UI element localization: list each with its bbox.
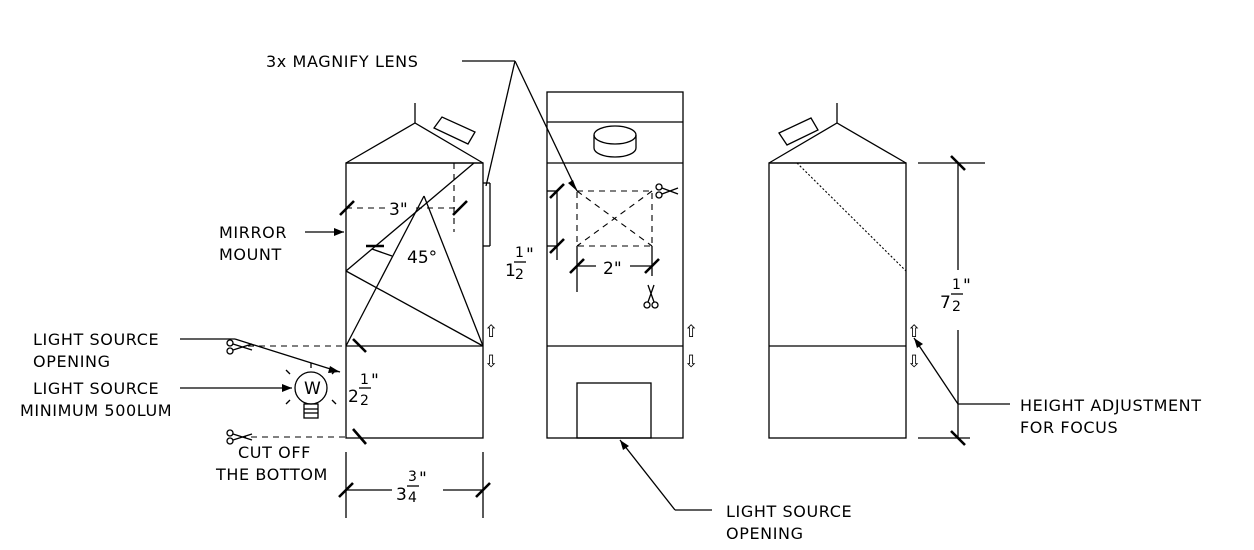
- svg-text:3: 3: [396, 485, 407, 505]
- svg-text:2: 2: [348, 387, 359, 407]
- svg-text:": ": [419, 469, 427, 489]
- height-adjustment-label: HEIGHT ADJUSTMENT: [1020, 396, 1202, 415]
- height-adjustment-label: FOR FOCUS: [1020, 418, 1118, 437]
- window-height-dim: 1 1 2 ": [505, 245, 534, 283]
- svg-text:2: 2: [952, 299, 961, 315]
- svg-text:1: 1: [505, 261, 516, 281]
- svg-text:2: 2: [515, 267, 524, 283]
- lens-cap-icon: [778, 117, 819, 146]
- right-view: 7 1 2 " ⇧ ⇩: [768, 103, 985, 446]
- mirror-mount-label: MOUNT: [219, 245, 282, 264]
- adjust-up-icon: ⇧: [484, 322, 498, 342]
- middle-view: 1 1 2 " 2" ⇧ ⇩: [505, 91, 698, 439]
- light-opening-label: LIGHT SOURCE: [33, 330, 159, 349]
- svg-text:": ": [371, 371, 379, 391]
- magnify-lens-label: 3x MAGNIFY LENS: [266, 52, 419, 71]
- bulb-letter: W: [304, 379, 321, 399]
- adjust-up-icon: ⇧: [907, 322, 921, 342]
- cut-off-label: THE BOTTOM: [215, 465, 328, 484]
- svg-text:1: 1: [952, 277, 961, 293]
- cut-off-label: CUT OFF: [238, 443, 311, 462]
- leader-lines: [180, 60, 1010, 511]
- light-source-label: LIGHT SOURCE: [33, 379, 159, 398]
- lens-cap-icon: [433, 116, 476, 145]
- total-height-dim: 7 1 2 ": [940, 276, 971, 315]
- light-opening-label: OPENING: [33, 352, 111, 371]
- lens-cylinder-icon: [593, 125, 637, 158]
- svg-text:": ": [526, 245, 534, 265]
- base-width-dim: 3 3 4 ": [396, 469, 427, 506]
- adjust-down-icon: ⇩: [907, 352, 921, 372]
- svg-text:2: 2: [360, 393, 369, 409]
- scissors-icon: [655, 183, 679, 199]
- svg-text:4: 4: [408, 490, 417, 506]
- svg-text:7: 7: [940, 293, 951, 313]
- scissors-icon: [643, 284, 659, 309]
- window-width-dim: 2": [603, 259, 622, 279]
- svg-text:1: 1: [515, 245, 524, 261]
- lower-height-dim: 2 1 2 ": [348, 371, 379, 409]
- scissors-icon: [226, 429, 253, 445]
- mirror-angle-dim: 45°: [407, 248, 437, 268]
- adjust-up-icon: ⇧: [684, 322, 698, 342]
- scissors-icon: [226, 339, 253, 355]
- left-view: 3" 45° 2 1 2 " 3 3 4 " ⇧: [240, 103, 498, 518]
- svg-text:3: 3: [408, 469, 417, 485]
- mirror-width-dim: 3": [389, 200, 408, 220]
- bottom-opening-label: LIGHT SOURCE: [726, 502, 852, 521]
- light-source-label: MINIMUM 500LUM: [20, 401, 172, 420]
- adjust-down-icon: ⇩: [684, 352, 698, 372]
- mirror-mount-label: MIRROR: [219, 223, 287, 242]
- adjust-down-icon: ⇩: [484, 352, 498, 372]
- svg-text:": ": [963, 276, 971, 296]
- svg-text:1: 1: [360, 372, 369, 388]
- bottom-opening-label: OPENING: [726, 524, 804, 543]
